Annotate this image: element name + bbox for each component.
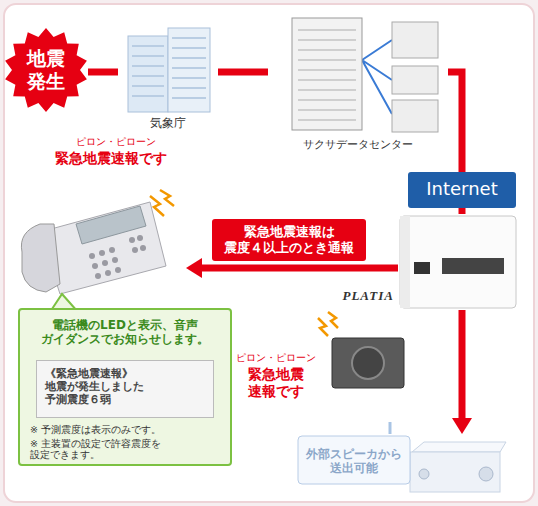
screen-text: 《緊急地震速報》 地震が発生しました 予測震度６弱: [45, 367, 169, 407]
node-label: 気象庁: [118, 116, 218, 130]
agency-node: 気象庁: [118, 22, 218, 134]
telephone-illustration: [21, 202, 166, 294]
signal-line: [448, 72, 462, 172]
server-rack: [292, 18, 362, 130]
callout-heading: 電話機のLEDと表示、音声 ガイダンスでお知らせします。: [26, 318, 224, 347]
speaker-node: ピロン・ピローン緊急地震 速報です: [226, 330, 410, 422]
datacenter-illustration: [292, 18, 438, 132]
device-side: [400, 216, 410, 308]
amplifier-knob: [479, 467, 493, 481]
signal-line: [459, 208, 466, 214]
phone-handset: [21, 224, 60, 292]
amplifier-node: 外部スピーカから 送出可能: [298, 434, 512, 500]
alert-text: 緊急地震 速報です: [230, 366, 322, 400]
alert-mark: [318, 318, 328, 336]
alert-mark: [160, 190, 174, 206]
signal-line: [88, 69, 118, 76]
node-label: Internet: [408, 178, 516, 200]
amplifier-top: [412, 442, 506, 452]
phone-key: [137, 235, 143, 241]
server-unit: [392, 100, 438, 132]
speaker-cone: [352, 347, 384, 379]
building-left: [128, 36, 168, 112]
phone-key: [129, 237, 135, 243]
phone-key: [115, 267, 121, 273]
amplifier-label-box: [298, 436, 410, 484]
phone-key: [89, 253, 95, 259]
alert-text: 緊急地震速報です: [36, 150, 186, 167]
burst-shape: [5, 28, 87, 112]
note-text: ※ 予測震度は表示のみです。: [30, 424, 226, 435]
phone-key: [140, 245, 146, 251]
note-text: ※ 主装置の設定で許容震度を 設定できます。: [30, 438, 226, 461]
event-burst: 地震 発生: [4, 28, 88, 112]
amplifier-illustration: [410, 442, 506, 492]
building-illustration: [128, 28, 210, 112]
signal-line: [218, 69, 268, 76]
telephone-node: ピロン・ピローン緊急地震速報です: [14, 130, 186, 296]
datacenter-node: サクサデータセンター: [268, 8, 448, 158]
signal-arrow: [459, 310, 466, 418]
node-label: 外部スピーカから 送出可能: [302, 448, 406, 476]
server-unit: [392, 22, 438, 58]
sound-text: ピロン・ピローン: [56, 136, 176, 148]
speaker-box: [332, 338, 404, 388]
phone-display: [76, 206, 146, 244]
rack-slots: [298, 30, 356, 120]
display-screen: 《緊急地震速報》 地震が発生しました 予測震度６弱: [36, 360, 214, 418]
device-panel: [414, 262, 430, 274]
phone-key: [92, 263, 98, 269]
amplifier-body: [410, 452, 500, 492]
edge-label: 緊急地震速報は 震度４以上のとき通報: [212, 219, 366, 261]
event-text: 地震 発生: [16, 47, 76, 93]
node-label: サクサデータセンター: [268, 138, 448, 151]
phone-key: [112, 257, 118, 263]
pbx-device: PLATIA: [398, 214, 518, 310]
building-windows: [132, 38, 206, 98]
info-callout: 電話機のLEDと表示、音声 ガイダンスでお知らせします。 ※ 予測震度は表示のみで…: [18, 308, 232, 466]
building-right: [168, 28, 210, 112]
sound-text: ピロン・ピローン: [226, 352, 326, 364]
device-display: [442, 258, 504, 274]
phone-keypad: [89, 235, 146, 279]
signal-arrow: [202, 265, 398, 272]
phone-key: [95, 273, 101, 279]
product-name: PLATIA: [318, 288, 394, 304]
amplifier-knob: [419, 469, 429, 479]
alert-mark: [328, 312, 338, 328]
phone-key: [109, 247, 115, 253]
phone-key: [105, 270, 111, 276]
platia-device: [400, 216, 516, 308]
phone-key: [132, 247, 138, 253]
device-body: [400, 216, 516, 308]
server-unit: [392, 66, 438, 94]
alert-mark: [150, 196, 164, 216]
speaker-wire: [389, 422, 392, 434]
phone-key: [99, 250, 105, 256]
phone-key: [102, 260, 108, 266]
network-lines: [362, 40, 392, 114]
page-frame: [4, 4, 534, 502]
speaker-illustration: [332, 338, 404, 388]
internet-box: Internet: [408, 172, 516, 208]
